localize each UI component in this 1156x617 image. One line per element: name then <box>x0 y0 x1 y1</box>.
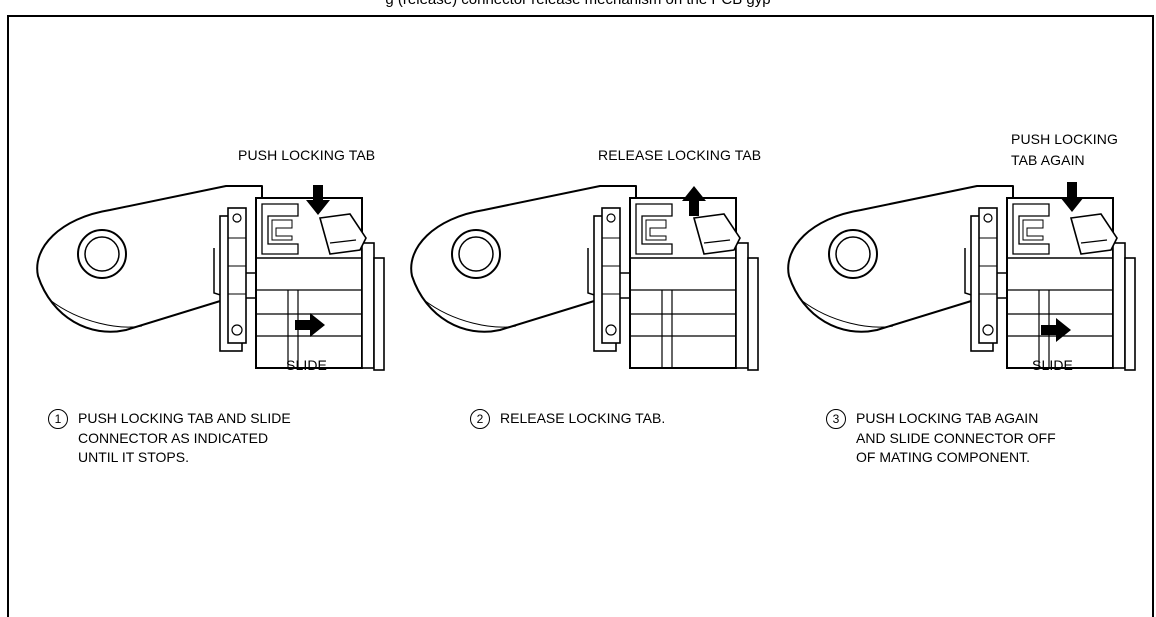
slide-label-step-1: SLIDE <box>286 357 327 373</box>
step-number-badge: 2 <box>470 409 490 429</box>
connector-step-3 <box>787 185 1136 371</box>
connector-step-1 <box>36 185 385 371</box>
diagram-frame <box>7 15 1154 617</box>
callout-push-locking-line2: TAB AGAIN <box>1011 152 1085 168</box>
callout-push-locking-line1: PUSH LOCKING <box>1011 131 1118 147</box>
step-instruction: RELEASE LOCKING TAB. <box>500 410 666 426</box>
top-caption: g (release) connector release mechanism … <box>0 0 1156 8</box>
arrow-right-icon <box>295 313 325 337</box>
arrow-right-icon <box>1041 318 1071 342</box>
step-instruction: PUSH LOCKING TAB AGAIN AND SLIDE CONNECT… <box>856 410 1056 465</box>
slide-label-step-3: SLIDE <box>1032 357 1073 373</box>
connector-step-2 <box>410 185 759 371</box>
arrow-down-icon <box>306 185 330 215</box>
arrow-down-icon <box>1060 182 1084 212</box>
arrow-up-icon <box>682 186 706 216</box>
step-instruction: PUSH LOCKING TAB AND SLIDE CONNECTOR AS … <box>78 410 291 465</box>
callout-push-locking-tab: PUSH LOCKING TAB <box>238 147 376 163</box>
step-number-badge: 1 <box>48 409 68 429</box>
step-number-badge: 3 <box>826 409 846 429</box>
callout-release-locking-tab: RELEASE LOCKING TAB <box>598 147 762 163</box>
